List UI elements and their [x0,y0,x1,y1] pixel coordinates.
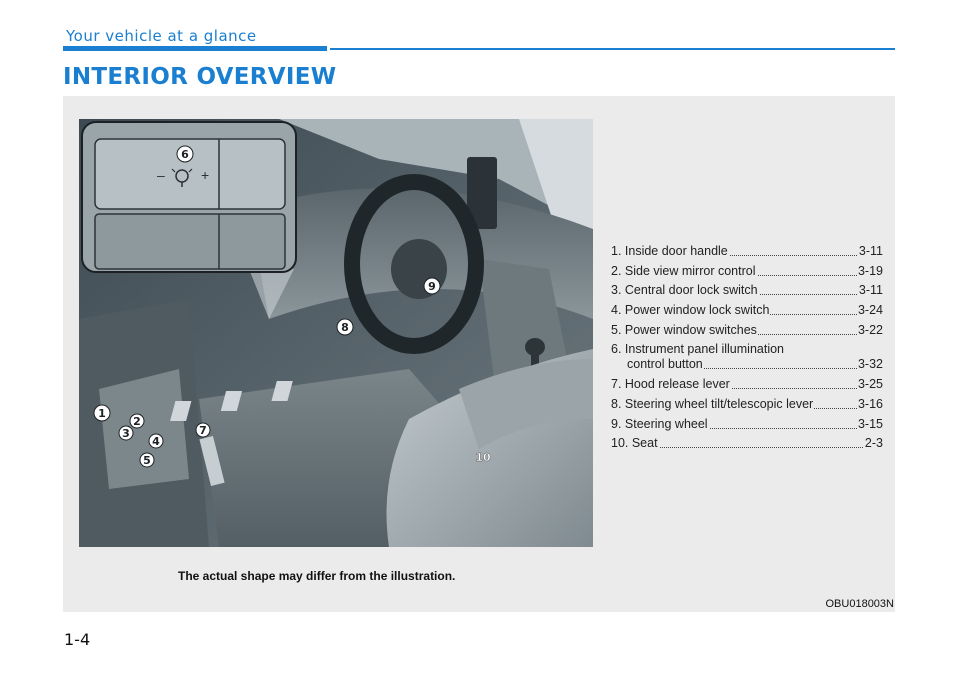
callout-10: 10 [475,451,491,464]
svg-text:1: 1 [98,407,106,420]
legend-item: 6. Instrument panel illumination control… [611,342,883,373]
svg-text:8: 8 [341,321,349,334]
inset-plus-sign: + [201,167,209,183]
inset-minus-sign: – [157,167,165,183]
page-number: 1-4 [64,630,91,649]
svg-text:2: 2 [133,415,141,428]
interior-illustration: – + 6 1 2 3 4 5 7 8 9 10 [79,119,593,547]
panel-illumination-icon [171,168,193,187]
section-title: Your vehicle at a glance [66,27,257,45]
svg-text:6: 6 [181,148,189,161]
svg-text:7: 7 [199,424,207,437]
page-heading: INTERIOR OVERVIEW [63,64,337,90]
callout-4: 4 [148,433,164,449]
callout-3: 3 [118,425,134,441]
svg-text:4: 4 [152,435,160,448]
callout-9: 9 [423,277,441,295]
section-rule-thick [63,46,327,51]
illustration-note: The actual shape may differ from the ill… [178,569,456,583]
svg-text:3: 3 [122,427,130,440]
svg-text:9: 9 [428,280,436,293]
callout-2: 2 [129,413,145,429]
callout-6: 6 [176,145,194,163]
callout-5: 5 [139,452,155,468]
svg-text:10: 10 [475,451,491,464]
callout-1: 1 [93,404,111,422]
figure-code: OBU018003N [825,598,895,610]
section-rule-thin [330,48,895,50]
callout-7: 7 [195,422,211,438]
svg-text:5: 5 [143,454,151,467]
callout-8: 8 [336,318,354,336]
